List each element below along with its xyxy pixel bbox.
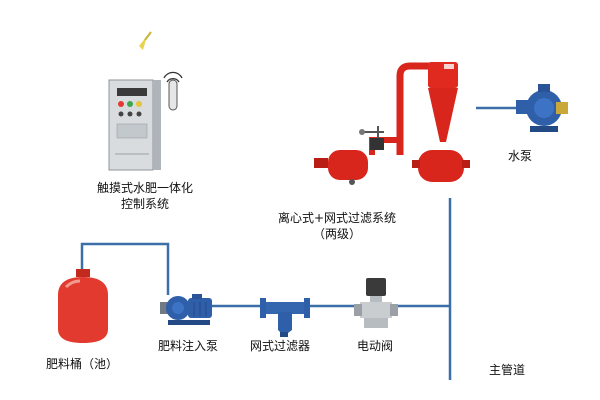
control-system-label-line2: 控制系统 — [120, 197, 169, 211]
solenoid-valve-label: 电动阀 — [356, 339, 393, 353]
water-pump-icon — [512, 80, 572, 136]
control-cabinet-icon — [95, 28, 195, 176]
filter-system-label-line2: （两级） — [312, 227, 361, 241]
injection-pump-icon — [158, 288, 214, 328]
fertilizer-tank-icon — [50, 265, 116, 347]
control-system-label: 触摸式水肥一体化 控制系统 — [72, 180, 218, 212]
filter-system-label: 离心式+网式过滤系统 （两级） — [262, 210, 412, 242]
pipe-tank-to-pump — [80, 242, 170, 295]
main-pipe-label: 主管道 — [488, 363, 525, 377]
control-system-label-line1: 触摸式水肥一体化 — [96, 181, 193, 195]
screen-filter-icon — [258, 290, 312, 338]
solenoid-valve-icon — [352, 276, 400, 334]
screen-filter-label: 网式过滤器 — [249, 339, 310, 353]
hydrocyclone-filter-icon — [300, 50, 480, 195]
filter-system-label-line1: 离心式+网式过滤系统 — [277, 211, 397, 225]
water-pump-label: 水泵 — [507, 149, 532, 163]
wireless-antenna-icon — [139, 31, 152, 50]
injection-pump-label: 肥料注入泵 — [157, 339, 218, 353]
fertilizer-tank-label: 肥料桶（池） — [45, 357, 118, 371]
